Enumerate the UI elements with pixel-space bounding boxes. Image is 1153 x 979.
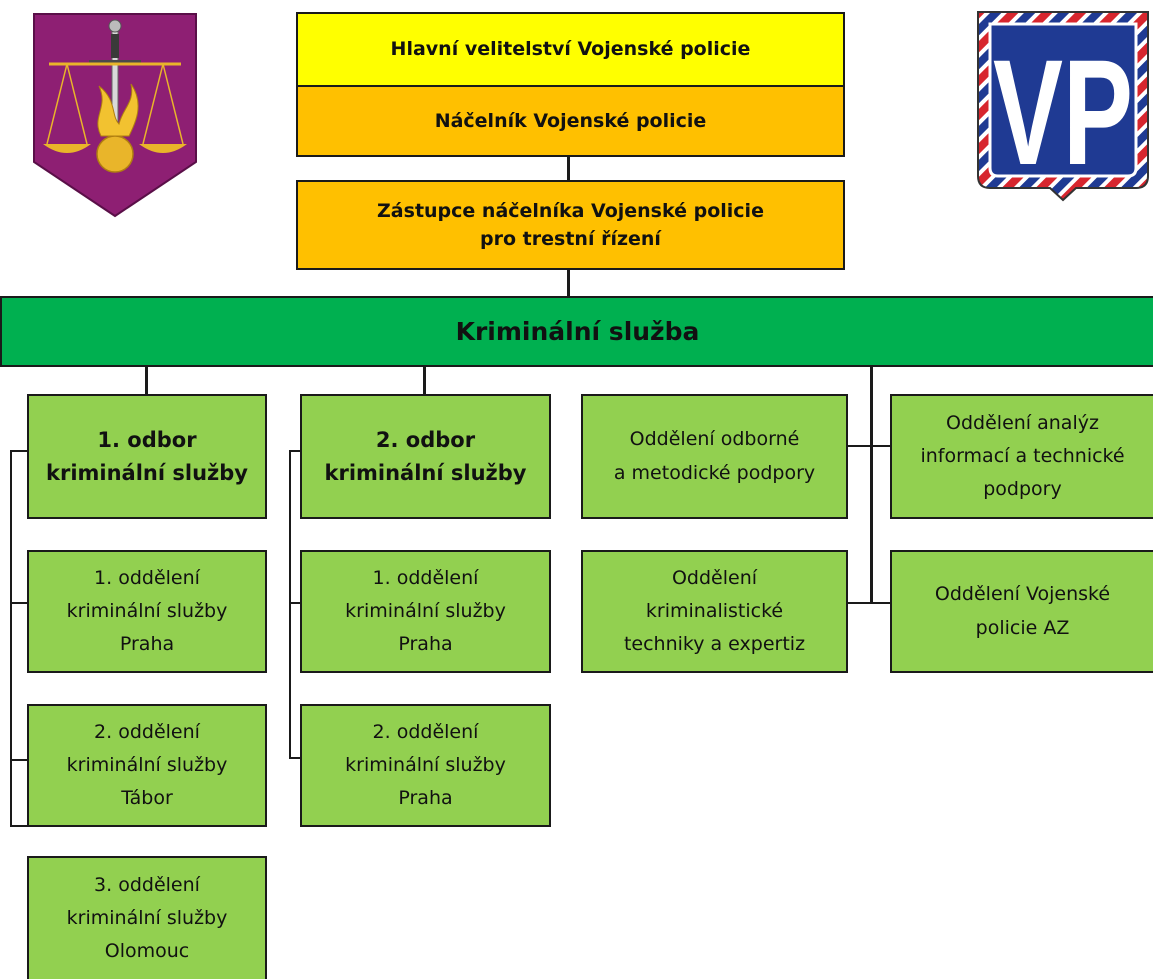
- branch2-unit2-line3: Praha: [398, 787, 453, 810]
- forensic-department-line1: Oddělení: [671, 566, 758, 589]
- vp-badge: VP: [976, 10, 1150, 202]
- branch2-title-line2: kriminální služby: [324, 460, 527, 485]
- command-label: Hlavní velitelství Vojenské policie: [390, 38, 751, 61]
- connector-deputy-service: [567, 268, 570, 297]
- branch1-unit1-box: 1. oddělení kriminální služby Praha: [27, 550, 267, 673]
- branch1-title-line2: kriminální služby: [46, 460, 248, 485]
- branch2-unit1-line2: kriminální služby: [345, 599, 506, 622]
- connector-forensic: [846, 602, 892, 604]
- branch2-unit1-line1: 1. oddělení: [372, 566, 479, 589]
- branch1-unit1-line3: Praha: [119, 633, 175, 656]
- branch1-unit3-line1: 3. oddělení: [94, 873, 200, 896]
- connector-branch2-spine: [289, 450, 291, 759]
- support-department-line2: a metodické podpory: [613, 461, 816, 484]
- deputy-label-line2: pro trestní řízení: [480, 228, 661, 250]
- branch2-box: 2. odbor kriminální služby: [300, 394, 551, 519]
- branch1-unit3-line3: Olomouc: [104, 940, 190, 963]
- criminal-service-label: Kriminální služba: [455, 316, 700, 346]
- forensic-department-line2: kriminalistické: [645, 599, 784, 622]
- connector-branch2-unit1: [289, 602, 301, 604]
- deputy-label-line1: Zástupce náčelníka Vojenské policie: [377, 199, 764, 222]
- analysis-department-line2: informací a technické: [920, 444, 1125, 467]
- branch2-unit1-box: 1. oddělení kriminální služby Praha: [300, 550, 551, 673]
- az-department-box: Oddělení Vojenské policie AZ: [890, 550, 1153, 673]
- connector-service-departments: [870, 365, 873, 603]
- analysis-department-box: Oddělení analýz informací a technické po…: [890, 394, 1153, 519]
- connector-branch2-title: [289, 450, 301, 452]
- deputy-box: Zástupce náčelníka Vojenské policie pro …: [296, 180, 845, 270]
- branch1-unit3-line2: kriminální služby: [66, 906, 228, 929]
- forensic-department-line3: techniky a expertiz: [623, 633, 806, 656]
- branch1-unit1-line2: kriminální služby: [66, 599, 228, 622]
- connector-branch1-unit3: [10, 825, 28, 827]
- branch2-unit2-box: 2. oddělení kriminální služby Praha: [300, 704, 551, 827]
- branch2-unit2-line2: kriminální služby: [345, 753, 506, 776]
- connector-service-branch2: [423, 365, 426, 395]
- branch1-unit2-line1: 2. oddělení: [94, 720, 200, 743]
- connector-branch2-unit2: [289, 757, 301, 759]
- scales-sword-grenade-icon: [33, 13, 197, 218]
- connector-branch1-spine: [10, 450, 12, 826]
- branch1-unit2-box: 2. oddělení kriminální služby Tábor: [27, 704, 267, 827]
- military-police-criminal-emblem: [31, 12, 199, 218]
- connector-service-branch1: [145, 365, 148, 395]
- support-department-box: Oddělení odborné a metodické podpory: [581, 394, 848, 519]
- support-department-line1: Oddělení odborné: [629, 428, 800, 451]
- branch1-unit2-line2: kriminální služby: [66, 753, 228, 776]
- branch2-title-line1: 2. odbor: [375, 427, 476, 452]
- chief-label: Náčelník Vojenské policie: [434, 109, 707, 132]
- analysis-department-line3: podpory: [983, 478, 1062, 501]
- connector-support: [846, 445, 892, 447]
- vp-badge-icon: VP: [977, 11, 1149, 202]
- connector-branch1-unit2: [10, 759, 28, 761]
- chief-box: Náčelník Vojenské policie: [296, 85, 845, 157]
- analysis-department-line1: Oddělení analýz: [946, 411, 1099, 434]
- branch1-title-line1: 1. odbor: [97, 427, 197, 452]
- az-department-line2: policie AZ: [975, 616, 1070, 639]
- connector-command-deputy: [567, 155, 570, 182]
- connector-branch1-title: [10, 450, 28, 452]
- forensic-department-box: Oddělení kriminalistické techniky a expe…: [581, 550, 848, 673]
- vp-badge-text: VP: [993, 28, 1133, 196]
- branch2-unit2-line1: 2. oddělení: [372, 720, 479, 743]
- connector-branch1-unit1: [10, 602, 28, 604]
- command-box: Hlavní velitelství Vojenské policie: [296, 12, 845, 87]
- branch1-unit3-box: 3. oddělení kriminální služby Olomouc: [27, 856, 267, 979]
- branch1-unit1-line1: 1. oddělení: [94, 566, 200, 589]
- criminal-service-box: Kriminální služba: [0, 296, 1153, 367]
- branch1-box: 1. odbor kriminální služby: [27, 394, 267, 519]
- branch1-unit2-line3: Tábor: [121, 787, 173, 810]
- branch2-unit1-line3: Praha: [398, 633, 453, 656]
- az-department-line1: Oddělení Vojenské: [934, 583, 1111, 606]
